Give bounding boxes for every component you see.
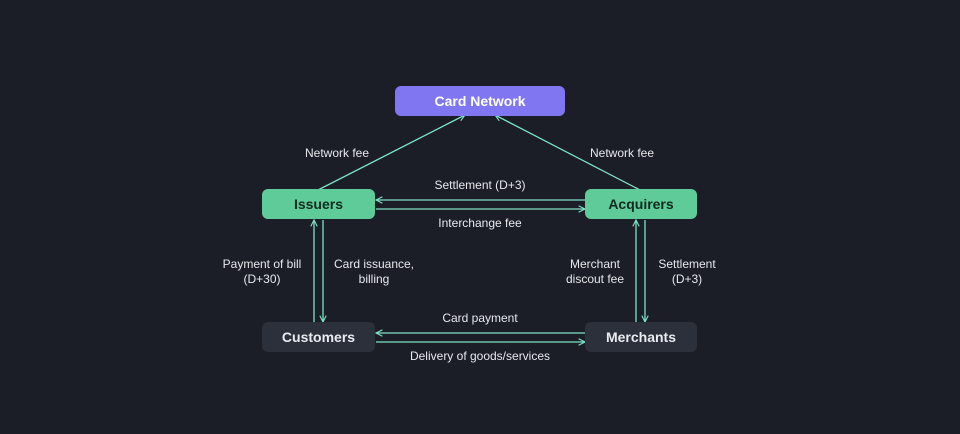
merchant-discount-fee-label: Merchant discout fee bbox=[566, 257, 624, 287]
arrow-acquirers-to-network bbox=[495, 114, 641, 191]
card-network-node: Card Network bbox=[395, 86, 565, 116]
customers-node: Customers bbox=[262, 322, 375, 352]
merchant-discount-fee-text: Merchant discout fee bbox=[565, 257, 625, 286]
settlement-issuers-label: Settlement (D+3) bbox=[434, 178, 526, 192]
payment-of-bill-label: Payment of bill (D+30) bbox=[223, 257, 302, 287]
payment-of-bill-text: Payment of bill (D+30) bbox=[222, 257, 302, 286]
issuers-network-fee-label: Network fee bbox=[304, 146, 370, 160]
settlement-merchants-text: Settlement (D+3) bbox=[658, 257, 716, 286]
card-payment-label: Card payment bbox=[442, 311, 518, 325]
card-issuance-text: Card issuance, billing bbox=[333, 257, 415, 286]
arrow-issuers-to-network bbox=[317, 114, 465, 191]
settlement-merchants-label: Settlement (D+3) bbox=[658, 257, 715, 287]
acquirers-network-fee-label: Network fee bbox=[589, 146, 655, 160]
card-issuance-label: Card issuance, billing bbox=[334, 257, 414, 287]
delivery-label: Delivery of goods/services bbox=[409, 349, 551, 363]
acquirers-node: Acquirers bbox=[585, 189, 697, 219]
interchange-fee-label: Interchange fee bbox=[438, 216, 522, 230]
merchants-node: Merchants bbox=[585, 322, 697, 352]
issuers-node: Issuers bbox=[262, 189, 375, 219]
